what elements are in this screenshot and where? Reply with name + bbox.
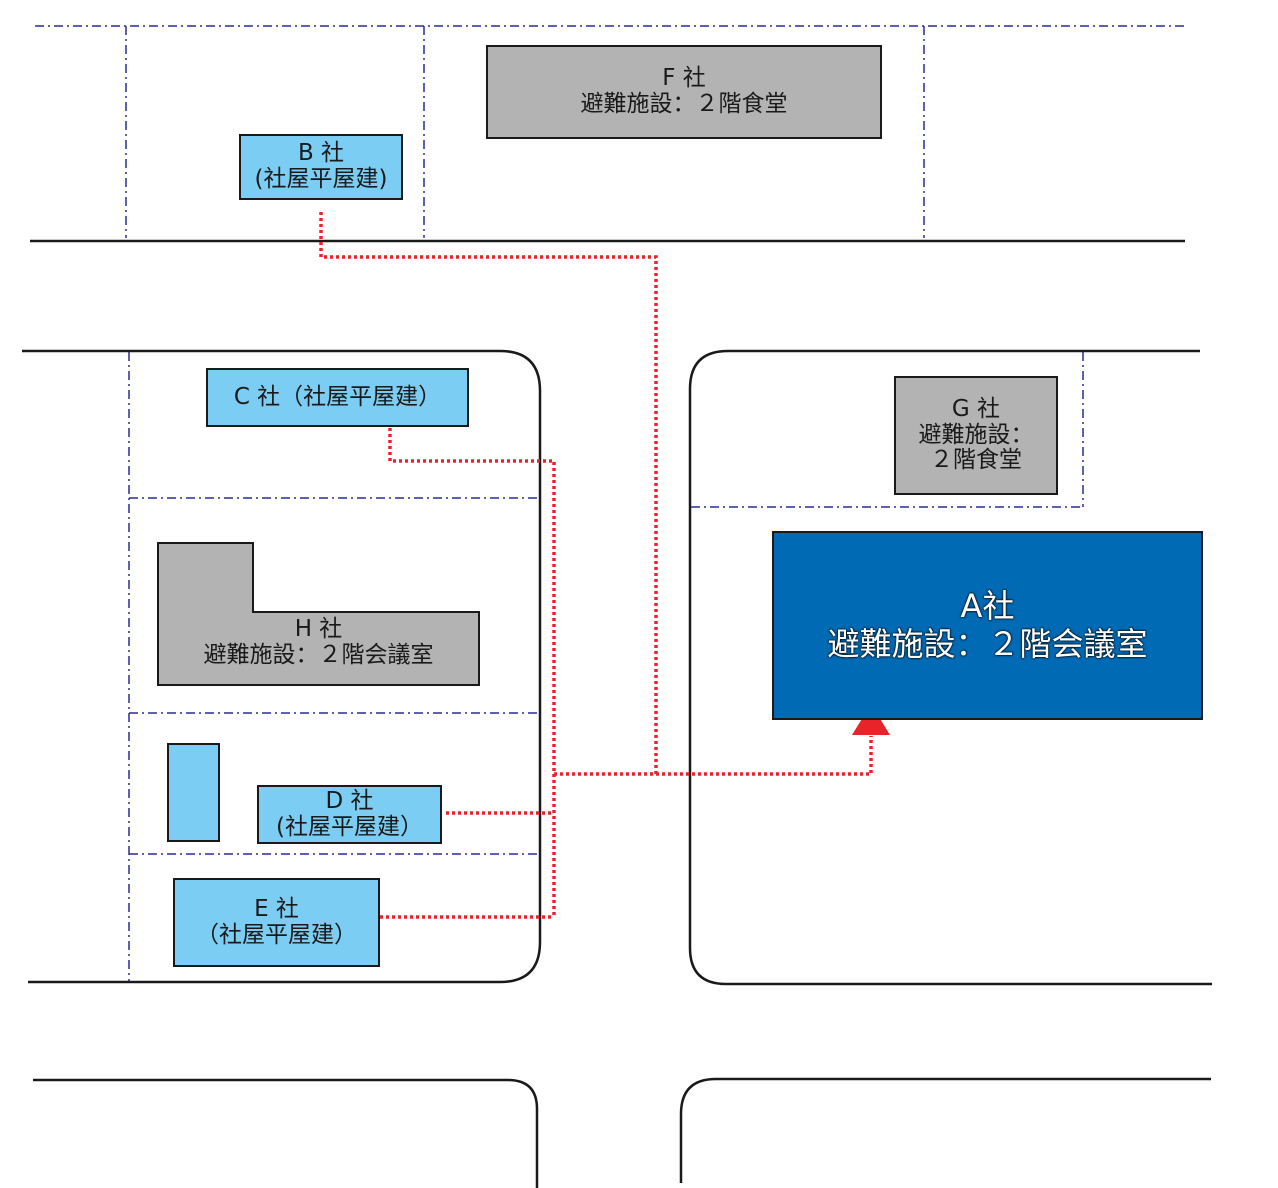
building-a-name: A社 [960,586,1015,625]
building-h-shape [157,542,480,686]
building-c: C 社（社屋平屋建） [206,368,469,427]
building-g: G 社 避難施設： ２階食堂 [894,376,1058,495]
building-h-shelter: 避難施設：２階会議室 [203,641,434,668]
building-f: F 社 避難施設：２階食堂 [486,45,882,139]
building-a-destination: A社 避難施設：２階会議室 [772,531,1203,720]
building-e-name: E 社 [254,895,299,922]
building-h-name: H 社 [294,616,343,642]
building-d-name: D 社 [325,787,374,814]
route-b [319,212,658,774]
route-c [388,428,556,917]
building-unlabeled [167,743,220,842]
route-trunk [554,736,873,776]
building-e: E 社 （社屋平屋建） [173,878,380,967]
building-b-name: B 社 [297,140,345,167]
building-d-note: (社屋平屋建） [276,813,423,840]
building-b: B 社 (社屋平屋建) [239,134,403,200]
building-g-name: G 社 [951,395,1001,422]
building-f-name: F 社 [662,65,706,92]
building-g-shelter: 避難施設： [918,421,1034,448]
building-a-shelter: 避難施設：２階会議室 [827,624,1148,663]
road-edges [22,239,1212,1188]
building-e-note: （社屋平屋建） [196,921,357,948]
lot-boundaries [35,25,1188,982]
building-h-label: H 社 避難施設：２階会議室 [158,616,479,669]
building-d: D 社 (社屋平屋建） [257,785,442,844]
evacuation-routes [319,212,873,919]
building-g-shelter-room: ２階食堂 [930,447,1022,474]
building-b-note: (社屋平屋建) [254,166,388,192]
building-f-shelter: 避難施設：２階食堂 [580,91,788,117]
building-c-name: C 社（社屋平屋建） [233,383,442,410]
